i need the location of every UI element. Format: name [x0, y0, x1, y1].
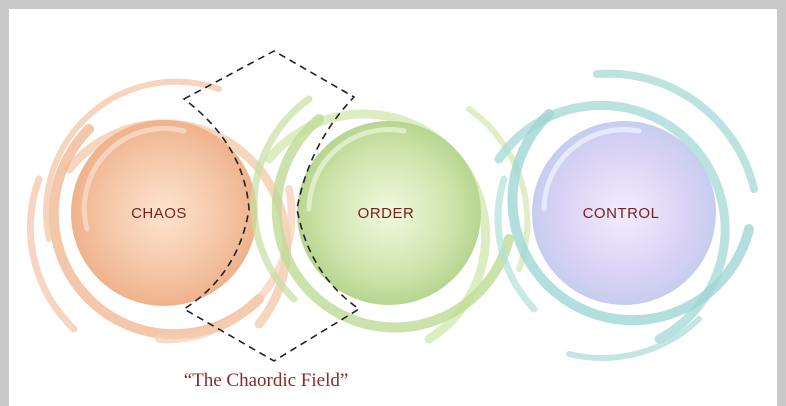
control-label: CONTROL [583, 205, 660, 222]
order-swirl [250, 95, 531, 344]
chaordic-field-caption: “The Chaordic Field” [184, 370, 349, 391]
chaos-label: CHAOS [131, 205, 187, 222]
diagram-canvas: CHAOS ORDER CONTROL “The Chaordic Field” [9, 9, 777, 406]
diagram-svg: CHAOS ORDER CONTROL “The Chaordic Field” [26, 50, 758, 391]
control-swirl [494, 69, 758, 361]
chaos-swirl [26, 78, 296, 344]
order-label: ORDER [358, 205, 415, 222]
chaordic-field-outline [182, 50, 361, 362]
